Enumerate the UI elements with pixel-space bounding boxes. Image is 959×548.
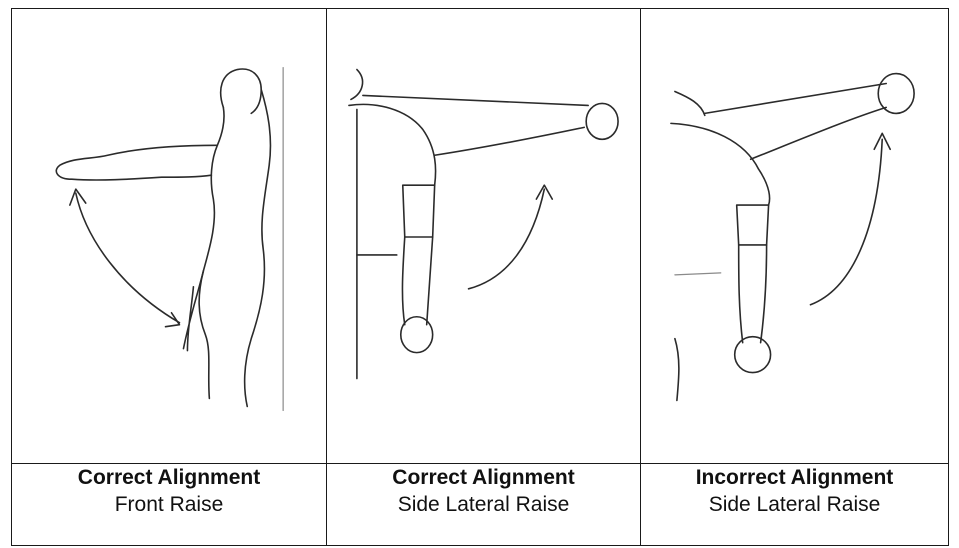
front-raise-illustration-cell [12,9,327,464]
caption-cell-1: Correct Alignment Front Raise [12,464,327,546]
exercise-alignment-table: Correct Alignment Front Raise Correct Al… [11,8,949,546]
caption-row: Correct Alignment Front Raise Correct Al… [12,464,949,546]
side-raise-incorrect-sketch [641,9,948,463]
side-raise-correct-sketch [327,9,640,463]
front-raise-sketch [12,9,326,463]
caption-exercise: Front Raise [12,491,326,518]
side-raise-correct-illustration-cell [327,9,641,464]
caption-alignment: Incorrect Alignment [641,464,948,491]
illustration-row [12,9,949,464]
caption-exercise: Side Lateral Raise [641,491,948,518]
caption-alignment: Correct Alignment [327,464,640,491]
caption-exercise: Side Lateral Raise [327,491,640,518]
caption-cell-3: Incorrect Alignment Side Lateral Raise [641,464,949,546]
caption-alignment: Correct Alignment [12,464,326,491]
caption-cell-2: Correct Alignment Side Lateral Raise [327,464,641,546]
side-raise-incorrect-illustration-cell [641,9,949,464]
